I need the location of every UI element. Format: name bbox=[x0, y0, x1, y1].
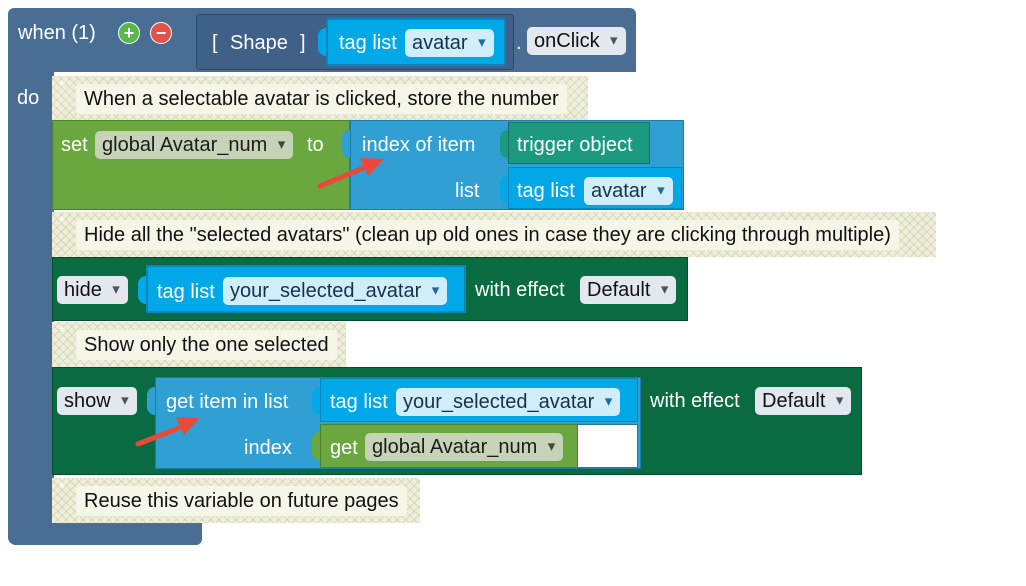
plus-circle-icon[interactable]: + bbox=[118, 22, 140, 44]
do-label: do bbox=[17, 87, 40, 109]
comment-text-4: Reuse this variable on future pages bbox=[76, 486, 407, 516]
annotation-arrow-2 bbox=[135, 417, 200, 447]
comment-block-4[interactable]: * Reuse this variable on future pages bbox=[52, 478, 420, 523]
comment-star-icon: * bbox=[59, 214, 66, 231]
hide-action-dropdown[interactable]: hide bbox=[57, 276, 128, 304]
index-of-item-label: index of item bbox=[362, 134, 476, 156]
hide-tag-list-block[interactable] bbox=[146, 265, 466, 313]
get-item-notch bbox=[147, 387, 155, 415]
trigger-object-notch bbox=[500, 130, 508, 158]
comment-star-icon: * bbox=[59, 78, 66, 95]
index-label: index bbox=[244, 437, 292, 459]
hide-tag-list-notch bbox=[138, 276, 146, 304]
event-tag-list-label: tag list bbox=[339, 32, 397, 54]
get-item-in-list-label: get item in list bbox=[166, 391, 289, 413]
comment-star-icon: * bbox=[59, 324, 66, 341]
bracket-open: [ bbox=[212, 32, 218, 54]
event-block-spine bbox=[8, 60, 54, 545]
show-with-effect-label: with effect bbox=[650, 390, 740, 412]
event-type-dropdown[interactable]: onClick bbox=[527, 27, 626, 55]
minus-circle-icon[interactable]: − bbox=[150, 22, 172, 44]
list-label: list bbox=[455, 180, 480, 202]
hide-tag-list-label: tag list bbox=[157, 281, 215, 303]
show-tag-list-label: tag list bbox=[330, 391, 388, 413]
show-tag-list-notch bbox=[312, 387, 320, 415]
get-variable-dropdown[interactable]: global Avatar_num bbox=[365, 433, 564, 461]
get-variable-notch bbox=[312, 432, 320, 460]
event-tag-dropdown[interactable]: avatar bbox=[405, 29, 494, 57]
index-of-item-notch bbox=[342, 130, 350, 158]
hide-with-effect-label: with effect bbox=[475, 279, 565, 301]
when-label: when (1) bbox=[18, 22, 96, 44]
to-label: to bbox=[307, 134, 324, 156]
comment-text-3: Show only the one selected bbox=[76, 330, 337, 360]
set-label: set bbox=[61, 134, 88, 156]
bracket-close: ] bbox=[300, 32, 306, 54]
comment-block-1[interactable]: * When a selectable avatar is clicked, s… bbox=[52, 76, 588, 121]
shape-label: Shape bbox=[230, 32, 288, 54]
event-dot: . bbox=[516, 32, 522, 54]
annotation-arrow-1 bbox=[317, 158, 384, 189]
comment-block-3[interactable]: * Show only the one selected bbox=[52, 322, 346, 367]
comment-block-2[interactable]: * Hide all the "selected avatars" (clean… bbox=[52, 212, 936, 257]
set-tag-dropdown[interactable]: avatar bbox=[584, 177, 673, 205]
comment-text-2: Hide all the "selected avatars" (clean u… bbox=[76, 220, 899, 250]
hide-tag-dropdown[interactable]: your_selected_avatar bbox=[223, 277, 448, 305]
show-effect-dropdown[interactable]: Default bbox=[755, 387, 852, 415]
comment-star-icon: * bbox=[59, 480, 66, 497]
hide-effect-dropdown[interactable]: Default bbox=[580, 276, 677, 304]
set-tag-list-label: tag list bbox=[517, 180, 575, 202]
event-tag-list-notch bbox=[318, 28, 326, 56]
get-label: get bbox=[330, 437, 358, 459]
show-action-dropdown[interactable]: show bbox=[57, 387, 137, 415]
trigger-object-label: trigger object bbox=[517, 134, 633, 156]
show-tag-dropdown[interactable]: your_selected_avatar bbox=[396, 388, 621, 416]
trigger-object-block[interactable] bbox=[508, 122, 650, 164]
set-tag-list-notch bbox=[500, 175, 508, 203]
comment-text-1: When a selectable avatar is clicked, sto… bbox=[76, 84, 567, 114]
set-variable-dropdown[interactable]: global Avatar_num bbox=[95, 131, 294, 159]
